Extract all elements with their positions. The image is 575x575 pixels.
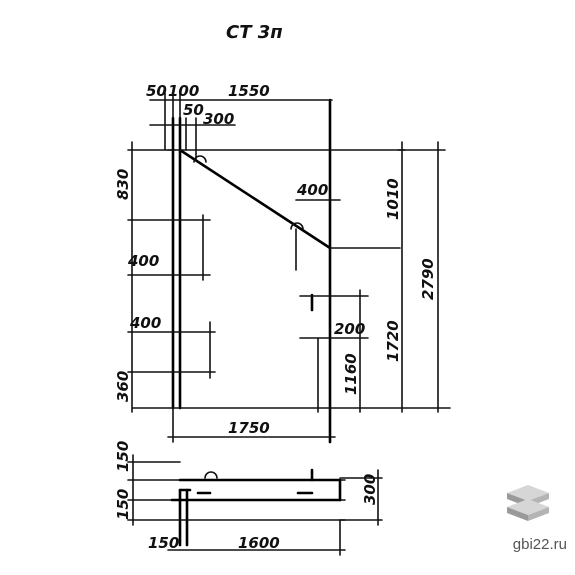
section-view: [127, 454, 383, 556]
dim-inner-50: 50: [183, 101, 204, 119]
dim-top-100: 100: [168, 82, 199, 100]
dim-bottom-1750: 1750: [228, 419, 270, 437]
dim-top-50: 50: [146, 82, 167, 100]
dim-right-200: 200: [334, 320, 365, 338]
site-watermark[interactable]: gbi22.ru: [512, 536, 567, 553]
dim-inner-300: 300: [203, 110, 234, 128]
dim-notch-400: 400: [296, 181, 328, 199]
dim-right-1160: 1160: [342, 353, 360, 395]
dim-sec-150c: 150: [148, 534, 179, 552]
left-dimensions: [127, 141, 216, 413]
right-dimensions: [295, 141, 446, 413]
stack-logo-icon: [507, 485, 549, 521]
top-dimensions: [149, 91, 333, 161]
dim-sec-150a: 150: [114, 441, 132, 472]
dim-right-1720: 1720: [384, 320, 402, 362]
main-outline: [132, 98, 451, 444]
dim-sec-300: 300: [361, 474, 379, 505]
dim-right-2790: 2790: [419, 258, 437, 300]
dim-sec-150b: 150: [114, 489, 132, 520]
dim-left-360: 360: [114, 371, 132, 402]
dim-left-400a: 400: [127, 252, 159, 270]
dim-top-1550: 1550: [228, 82, 270, 100]
dim-left-830: 830: [114, 169, 132, 200]
bottom-dimension: [167, 407, 336, 443]
dim-right-1010: 1010: [384, 178, 402, 220]
drawing-title: СТ 3п: [226, 22, 283, 43]
dim-sec-1600: 1600: [238, 534, 280, 552]
dim-left-400b: 400: [129, 314, 161, 332]
